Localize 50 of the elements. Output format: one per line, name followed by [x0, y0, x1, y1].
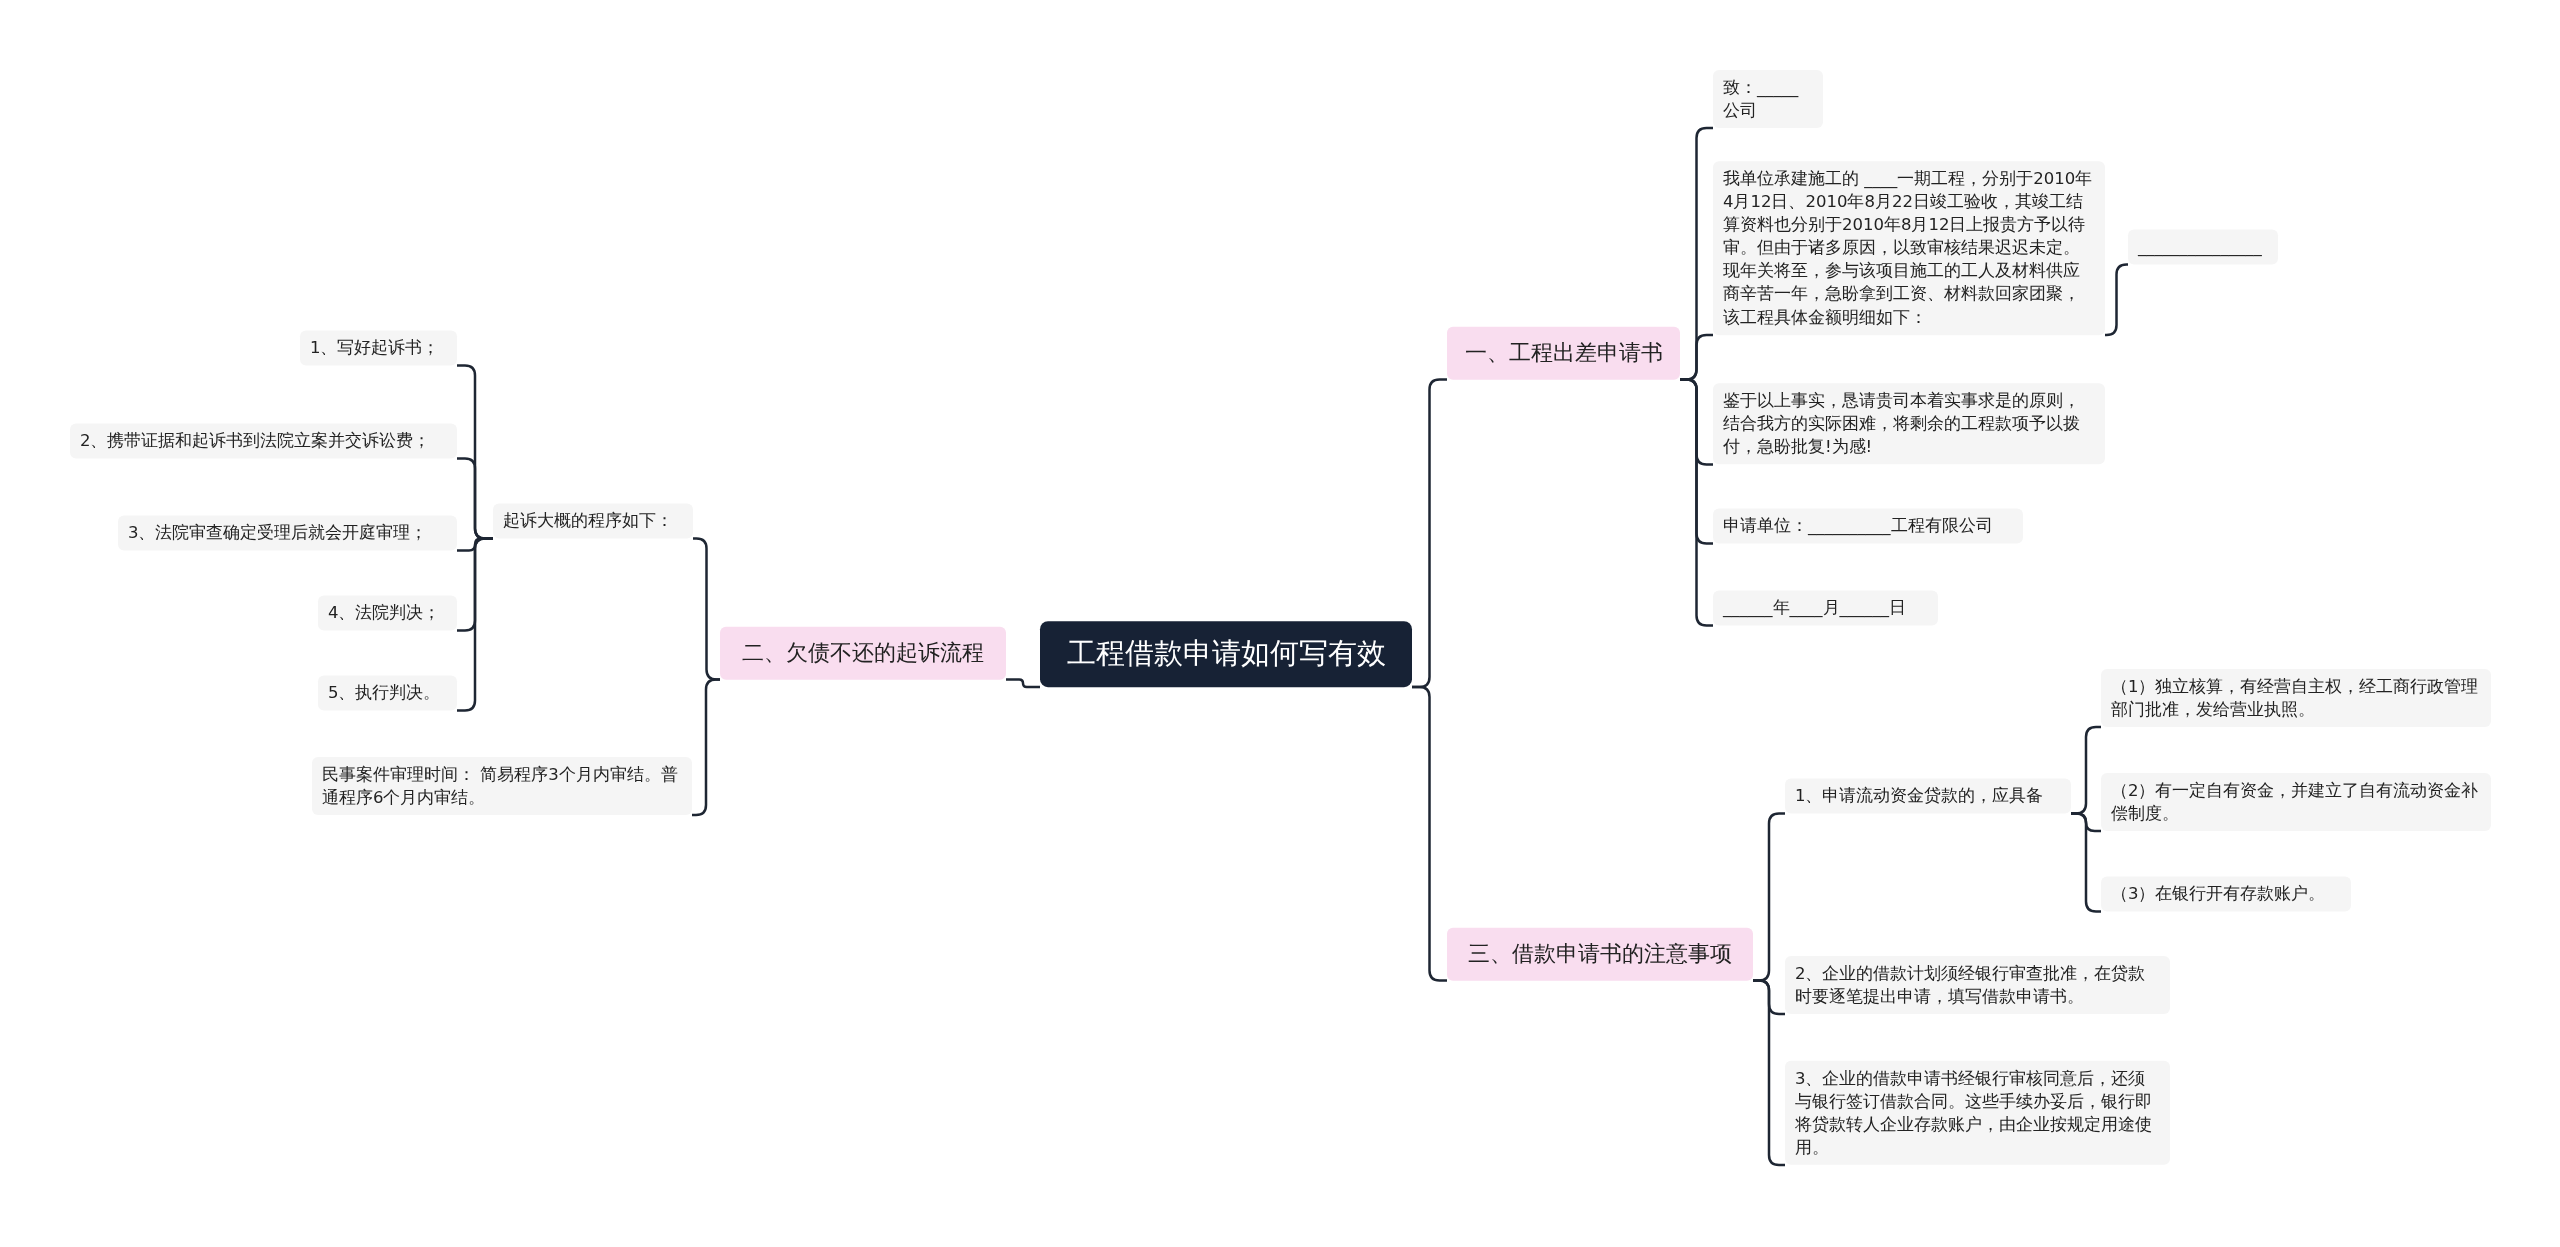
topic-text: 工程借款申请如何写有效	[1066, 635, 1386, 673]
subtopic-card	[1785, 1060, 2170, 1166]
subtopic-card	[312, 756, 692, 816]
topic-text: 3、法院审查确定受理后就会开庭审理；	[128, 522, 428, 545]
subtopic-card	[493, 503, 693, 539]
subtopic-card	[70, 423, 457, 459]
subtopic-card	[318, 595, 457, 631]
topic-text: 二、欠债不还的起诉流程	[742, 638, 984, 667]
topic-text: 4、法院判决；	[328, 602, 441, 625]
subtopic-card	[2101, 876, 2351, 912]
topic-text: 三、借款申请书的注意事项	[1468, 939, 1732, 968]
topic-text: 鉴于以上事实，恳请贵司本着实事求是的原则，结合我方的实际困难，将剩余的工程款项予以拨付，急盼批复!为感!	[1723, 390, 2081, 459]
connector-line	[1006, 678, 1040, 689]
topic-text: 5、执行判决。	[328, 682, 441, 705]
topic-text: 我单位承建施工的 ____一期工程，分别于2010年4月12日、2010年8月22日竣工验收，其竣工结算资料也分别于2010年8月12日上报贵方予以待审。但由于诸多原因，以致审核结果迟迟未定。现年关将至，参与该项目施工的工人及材料供应商辛苦一年，急盼拿到工资、材料款回家团聚，该工程具体金额明细如下：	[1723, 168, 2094, 329]
subtopic-card	[1713, 383, 2105, 465]
subtopic-card	[1713, 590, 1938, 626]
topic-text: 民事案件审理时间： 简易程序3个月内审结。普通程序6个月内审结。	[322, 763, 679, 809]
subtopic-card	[2101, 772, 2491, 832]
topic-text: （1）独立核算，有经营自主权，经工商行政管理部门批准，发给营业执照。	[2111, 675, 2480, 721]
subtopic-card	[1713, 508, 2023, 544]
topic-text: 1、写好起诉书；	[310, 337, 440, 360]
subtopic-card	[2101, 668, 2491, 728]
connector-line	[2104, 263, 2129, 337]
subtopic-card	[118, 515, 457, 551]
topic-text: 1、申请流动资金贷款的，应具备	[1795, 785, 2044, 808]
connector-line	[1680, 378, 1713, 627]
subtopic-card	[300, 330, 457, 366]
topic-text: 起诉大概的程序如下：	[503, 510, 673, 533]
branch-topic	[1447, 927, 1753, 981]
topic-text: _______________	[2138, 236, 2262, 259]
connector-line	[1753, 979, 1785, 1167]
topic-text: 2、携带证据和起诉书到法院立案并交诉讼费；	[80, 430, 431, 453]
branch-topic	[720, 626, 1006, 680]
subtopic-card	[1785, 778, 2071, 814]
branch-topic	[1447, 326, 1680, 380]
subtopic-card	[2128, 229, 2278, 265]
central-topic	[1040, 621, 1412, 687]
topic-text: （3）在银行开有存款账户。	[2111, 883, 2326, 906]
subtopic-card	[318, 675, 457, 711]
subtopic-card	[1713, 69, 1823, 129]
topic-text: 2、企业的借款计划须经银行审查批准，在贷款时要逐笔提出申请，填写借款申请书。	[1795, 962, 2147, 1008]
topic-text: ______年____月______日	[1723, 597, 1906, 620]
topic-text: 3、企业的借款申请书经银行审核同意后，还须与银行签订借款合同。这些手续办妥后，银行即将贷款转人企业存款账户，由企业按规定用途使用。	[1795, 1067, 2153, 1160]
subtopic-card	[1785, 955, 2170, 1015]
connector-line	[457, 537, 493, 712]
topic-text: 一、工程出差申请书	[1464, 338, 1663, 367]
topic-text: （2）有一定自有资金，并建立了自有流动资金补偿制度。	[2111, 779, 2480, 825]
topic-text: 申请单位：__________工程有限公司	[1723, 515, 1993, 538]
topic-text: 致：_____公司	[1723, 76, 1800, 122]
